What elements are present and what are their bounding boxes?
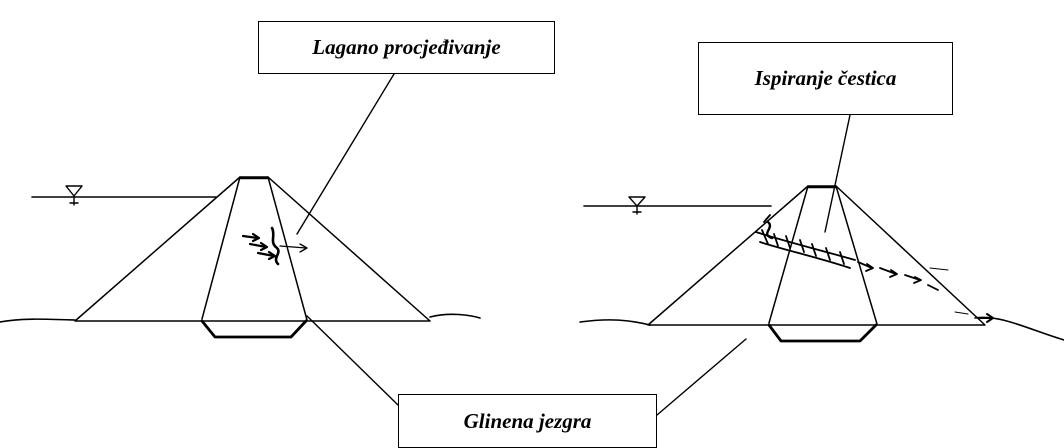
right-dam — [579, 185, 1064, 343]
left-dam — [0, 176, 481, 339]
leader-core-left — [306, 315, 399, 406]
leader-slight-seepage — [296, 73, 395, 235]
left-core-trench — [200, 319, 308, 339]
leader-lines — [296, 73, 851, 416]
left-clay-core — [201, 176, 308, 321]
particle-washout-label: Ispiranje čestica — [698, 42, 953, 115]
right-core-trench — [767, 323, 878, 343]
leader-core-right — [656, 338, 747, 416]
clay-core-label: Glinena jezgra — [398, 394, 657, 448]
left-ground-line — [0, 313, 481, 323]
right-slope-marks — [929, 267, 969, 315]
left-water-level-icon — [65, 185, 83, 206]
exit-arrow-icon — [979, 313, 994, 323]
slight-seepage-label: Lagano procjeđivanje — [258, 21, 555, 74]
erosion-channel-icon — [755, 214, 939, 291]
seepage-arrows-icon — [241, 226, 308, 266]
right-water-level-icon — [628, 196, 646, 215]
leader-particle-washout — [824, 114, 851, 233]
left-dam-body — [74, 176, 431, 322]
right-clay-core — [768, 185, 878, 325]
